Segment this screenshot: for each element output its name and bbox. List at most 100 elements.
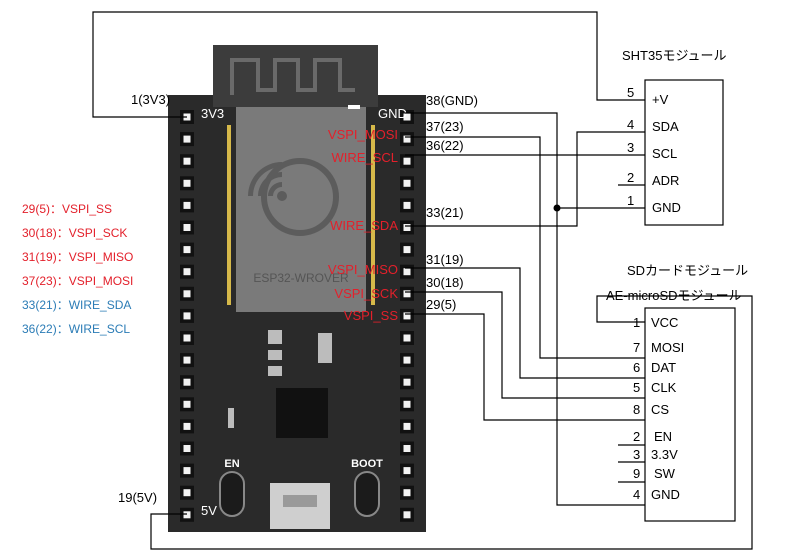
sht35-pin-num: 2 [627,170,634,185]
sd-pin-num: 2 [633,429,640,444]
header-pin-hole [183,400,191,408]
pad-strip-left [227,125,231,305]
header-pin-hole [183,246,191,254]
pad-strip-right [371,125,375,305]
legend-item: 36(22)：WIRE_SCL [22,322,130,336]
header-pin-hole [403,157,411,165]
wire-gnd [405,112,618,506]
header-pin-hole [403,511,411,519]
capacitor [318,333,332,363]
label-5v: 19(5V) [118,490,157,505]
wrover-shield [236,107,366,312]
header-pin-hole [183,445,191,452]
boot-button-label: BOOT [351,458,383,470]
header-pin-hole [183,224,191,231]
sd-pin-num: 4 [633,487,640,502]
right-pin-header [400,110,414,522]
en-button-label: EN [224,458,239,470]
header-pin-hole [403,356,411,364]
header-pin-hole [183,422,191,430]
header-pin-hole [183,356,191,364]
sd-pin-num: 6 [633,360,640,375]
label-gnd: 38(GND) [426,93,478,108]
sd-pin-num: 9 [633,466,640,481]
led [228,408,234,428]
label-31: 31(19) [426,252,464,267]
overlay-vspi-mosi: VSPI_MOSI [328,127,398,142]
pin-legend: 29(5)：VSPI_SS 30(18)：VSPI_SCK 31(19)：VSP… [22,202,133,336]
header-pin-hole [183,312,191,320]
header-pin-hole [183,201,191,209]
header-pin-hole [183,157,191,165]
sht35-body [644,79,724,226]
overlay-wire-sda: WIRE_SDA [330,218,398,233]
chip-label: ESP32-WROVER [253,271,349,285]
antenna-module [213,45,378,107]
header-pin-hole [403,135,411,143]
header-pin-hole [183,290,191,298]
sd-pin-name: SW [654,466,676,481]
sht35-pin-num: 4 [627,117,634,132]
sd-module: SDカードモジュール AE-microSDモジュール 1 VCC 7 MOSI … [606,263,748,522]
wire-ss [405,313,618,421]
label-33: 33(21) [426,205,464,220]
header-pin-hole [403,113,411,121]
regulator-chip [268,350,282,360]
pin-gnd-label: GND [378,106,407,121]
label-3v3: 1(3V3) [131,92,170,107]
sd-pin-name: CLK [651,380,677,395]
sd-subtitle: AE-microSDモジュール [606,288,742,303]
legend-item: 31(19)：VSPI_MISO [22,250,133,264]
wire-miso [405,267,618,379]
overlay-vspi-sck: VSPI_SCK [334,286,398,301]
header-pin-hole [403,312,411,320]
header-pin-hole [403,246,411,254]
label-36: 36(22) [426,138,464,153]
header-pin-hole [403,445,411,452]
header-pin-hole [403,400,411,408]
header-pin-hole [403,268,411,276]
header-pin-hole [403,489,411,497]
header-pin-hole [403,201,411,209]
label-29: 29(5) [426,297,456,312]
header-pin-hole [403,334,411,342]
header-pin-hole [183,135,191,143]
antenna-trace [230,58,355,95]
sd-body [644,307,736,522]
sd-pin-num: 3 [633,447,640,462]
overlay-vspi-ss: VSPI_SS [344,308,399,323]
sd-pin-num: 8 [633,402,640,417]
regulator-chip [268,366,282,376]
legend-item: 37(23)：VSPI_MOSI [22,274,133,288]
header-pin-hole [183,511,191,519]
overlay-wire-scl: WIRE_SCL [332,150,398,165]
esp32-board: ESP32-WROVER EN BOOT 3V3 GND 5V [168,45,426,532]
regulator-chip [268,330,282,344]
sht35-pin-name: +V [652,92,669,107]
header-pin-hole [183,179,191,187]
sht35-pin-name: GND [652,200,681,215]
sht35-pin-name: SCL [652,146,677,161]
header-pin-hole [183,378,191,386]
sht35-pin-num: 5 [627,85,634,100]
label-37: 37(23) [426,119,464,134]
sd-pins: 1 VCC 7 MOSI 6 DAT 5 CLK 8 CS 2 EN 3 3.3… [618,315,684,506]
wire-sda [405,131,618,227]
pin-overlay-labels: VSPI_MOSI WIRE_SCL WIRE_SDA VSPI_MISO VS… [328,127,398,323]
header-pin-hole [183,334,191,342]
pin-3v3-label: 3V3 [201,106,224,121]
en-button [219,471,245,517]
sd-pin-name: GND [651,487,680,502]
legend-item: 33(21)：WIRE_SDA [22,298,131,312]
sd-pin-name: 3.3V [651,447,678,462]
sd-title: SDカードモジュール [627,263,748,278]
sd-pin-name: MOSI [651,340,684,355]
wires [92,11,753,550]
sd-pin-num: 7 [633,340,640,355]
header-pin-hole [183,489,191,497]
sht35-pin-name: SDA [652,119,679,134]
sd-pin-num: 5 [633,380,640,395]
left-pin-header [180,110,194,522]
legend-item: 29(5)：VSPI_SS [22,202,112,216]
